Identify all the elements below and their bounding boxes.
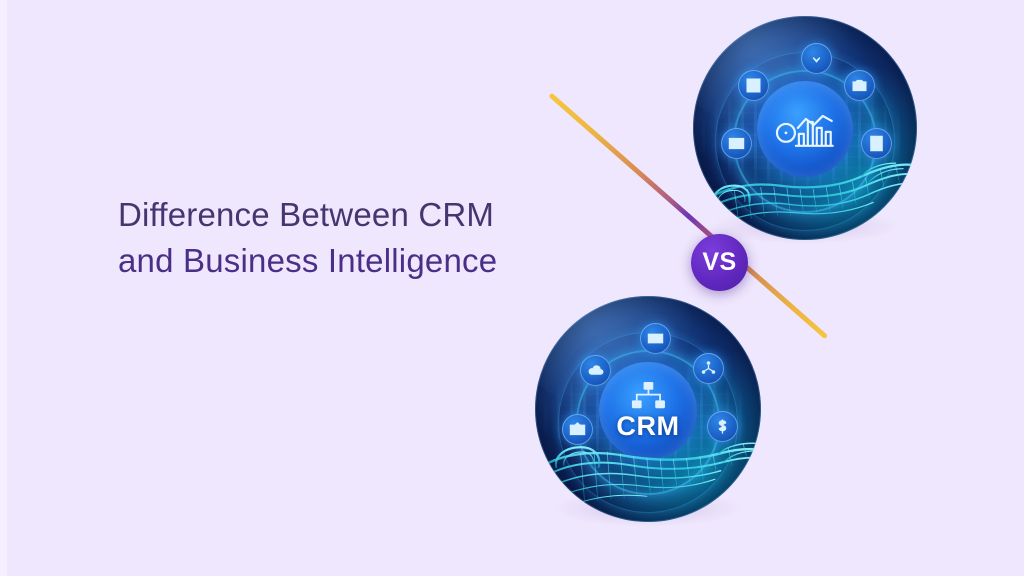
core-disc-bi (756, 80, 854, 178)
panel-crm: CRM (535, 296, 761, 527)
calculator-icon (870, 135, 883, 152)
orb-sphere-bi (693, 16, 917, 240)
panel-business-intelligence (693, 16, 917, 245)
layout-grid-icon (746, 78, 761, 93)
satellite-mail-envelope-icon (562, 413, 594, 445)
orb-rim-crm (535, 296, 761, 522)
page-title-line-2: and Business Intelligence (118, 242, 498, 279)
mail-envelope-icon (569, 421, 586, 435)
versus-badge: VS (691, 234, 748, 291)
bar-chart-icon (776, 115, 834, 148)
satellite-camera-icon (844, 69, 876, 101)
satellite-download-arrow-icon (800, 42, 832, 74)
page-title: Difference Between CRM and Business Inte… (118, 192, 548, 284)
dollar-icon (718, 419, 727, 434)
satellite-cloud-icon (580, 354, 612, 386)
satellite-mail-icon (721, 128, 752, 159)
download-arrow-icon (812, 52, 820, 63)
core-disc-crm: CRM (599, 361, 697, 459)
versus-label: VS (702, 248, 737, 276)
satellite-cash-icon (640, 323, 672, 355)
satellite-dollar-icon (706, 411, 738, 443)
orb-sphere-crm: CRM (535, 296, 761, 522)
cloud-icon (588, 365, 604, 375)
core-label-crm: CRM (616, 410, 680, 441)
mail-icon (728, 137, 745, 150)
cash-icon (647, 333, 664, 344)
camera-icon (852, 79, 867, 91)
org-chart-icon (631, 381, 665, 408)
orb-rim-bi (693, 16, 917, 240)
left-edge-strip (0, 0, 7, 576)
satellite-layout-grid-icon (737, 69, 769, 101)
page-title-line-1: Difference Between CRM (118, 196, 495, 233)
satellite-share-network-icon (693, 352, 725, 384)
share-network-icon (701, 360, 716, 374)
satellite-calculator-icon (861, 128, 892, 159)
